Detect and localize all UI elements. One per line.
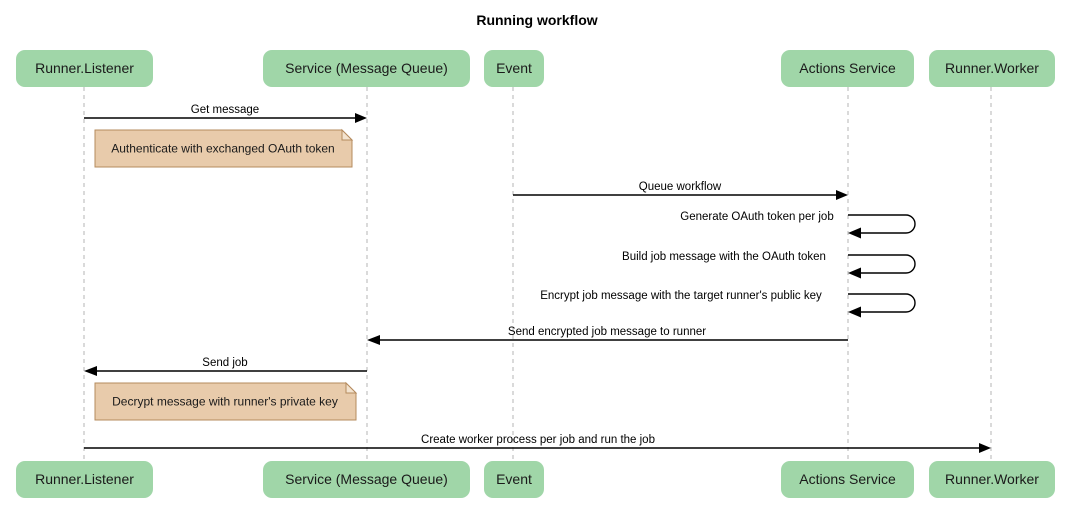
arrowhead-right-icon	[836, 190, 848, 200]
message-send-encrypted-job-message-to-runner[interactable]: Send encrypted job message to runner	[367, 326, 848, 345]
participant-runner-listener-top[interactable]: Runner.Listener	[16, 50, 153, 87]
arrowhead-right-icon	[979, 443, 991, 453]
participant-label: Event	[496, 471, 532, 487]
participant-box[interactable]	[16, 461, 153, 498]
arrowhead-left-icon	[848, 306, 861, 318]
participant-label: Runner.Worker	[945, 471, 1039, 487]
note-body	[94, 129, 353, 168]
message-label: Queue workflow	[639, 181, 722, 193]
message-get-message[interactable]: Get message	[84, 104, 367, 123]
participant-event-top[interactable]: Event	[484, 50, 544, 87]
participant-service-message-queue-top[interactable]: Service (Message Queue)	[263, 50, 470, 87]
participant-actions-service-top[interactable]: Actions Service	[781, 50, 914, 87]
message-queue-workflow[interactable]: Queue workflow	[513, 181, 848, 200]
participant-box[interactable]	[781, 50, 914, 87]
participant-actions-service-bottom[interactable]: Actions Service	[781, 461, 914, 498]
message-send-job[interactable]: Send job	[84, 357, 367, 376]
note-body	[94, 382, 357, 421]
participant-label: Actions Service	[799, 60, 896, 76]
lifelines-group	[83, 87, 992, 461]
message-label: Send job	[202, 357, 247, 369]
note-decrypt-message: Decrypt message with runner's private ke…	[94, 381, 358, 421]
participant-runner-worker-top[interactable]: Runner.Worker	[929, 50, 1055, 87]
message-label: Create worker process per job and run th…	[421, 434, 655, 446]
note-label: Authenticate with exchanged OAuth token	[111, 142, 334, 156]
message-self-loop	[848, 254, 916, 274]
participant-event-bottom[interactable]: Event	[484, 461, 544, 498]
message-label: Build job message with the OAuth token	[622, 251, 826, 263]
participant-box[interactable]	[484, 461, 544, 498]
participants-footer: Runner.Listener Service (Message Queue) …	[16, 461, 1055, 498]
note-label: Decrypt message with runner's private ke…	[112, 395, 338, 409]
note-fold-icon	[341, 128, 354, 141]
participant-runner-worker-bottom[interactable]: Runner.Worker	[929, 461, 1055, 498]
participant-label: Runner.Listener	[35, 60, 134, 76]
message-build-job-message-with-oauth-token[interactable]: Build job message with the OAuth token	[622, 251, 916, 279]
participant-service-message-queue-bottom[interactable]: Service (Message Queue)	[263, 461, 470, 498]
message-generate-oauth-token-per-job[interactable]: Generate OAuth token per job	[680, 211, 916, 239]
message-create-worker-process[interactable]: Create worker process per job and run th…	[84, 434, 991, 453]
participant-box[interactable]	[16, 50, 153, 87]
participant-box[interactable]	[263, 50, 470, 87]
participant-box[interactable]	[929, 461, 1055, 498]
arrowhead-left-icon	[367, 335, 380, 345]
message-encrypt-job-message-public-key[interactable]: Encrypt job message with the target runn…	[540, 290, 916, 318]
arrowhead-left-icon	[848, 227, 861, 239]
participant-label: Event	[496, 60, 532, 76]
message-label: Encrypt job message with the target runn…	[540, 290, 822, 302]
participant-box[interactable]	[781, 461, 914, 498]
message-label: Get message	[191, 104, 259, 116]
participant-runner-listener-bottom[interactable]: Runner.Listener	[16, 461, 153, 498]
message-label: Send encrypted job message to runner	[508, 326, 706, 338]
participant-box[interactable]	[484, 50, 544, 87]
page-title: Running workflow	[476, 12, 597, 28]
participants-header: Runner.Listener Service (Message Queue) …	[16, 50, 1055, 87]
participant-label: Service (Message Queue)	[285, 60, 448, 76]
arrowhead-left-icon	[84, 366, 97, 376]
note-fold-icon	[345, 381, 358, 394]
message-self-loop	[848, 214, 916, 234]
participant-label: Service (Message Queue)	[285, 471, 448, 487]
participant-label: Runner.Listener	[35, 471, 134, 487]
participant-box[interactable]	[263, 461, 470, 498]
participant-label: Actions Service	[799, 471, 896, 487]
arrowhead-right-icon	[355, 113, 367, 123]
message-self-loop	[848, 293, 916, 313]
arrowhead-left-icon	[848, 267, 861, 279]
message-label: Generate OAuth token per job	[680, 211, 833, 223]
participant-box[interactable]	[929, 50, 1055, 87]
participant-label: Runner.Worker	[945, 60, 1039, 76]
note-authenticate-oauth: Authenticate with exchanged OAuth token	[94, 128, 354, 168]
